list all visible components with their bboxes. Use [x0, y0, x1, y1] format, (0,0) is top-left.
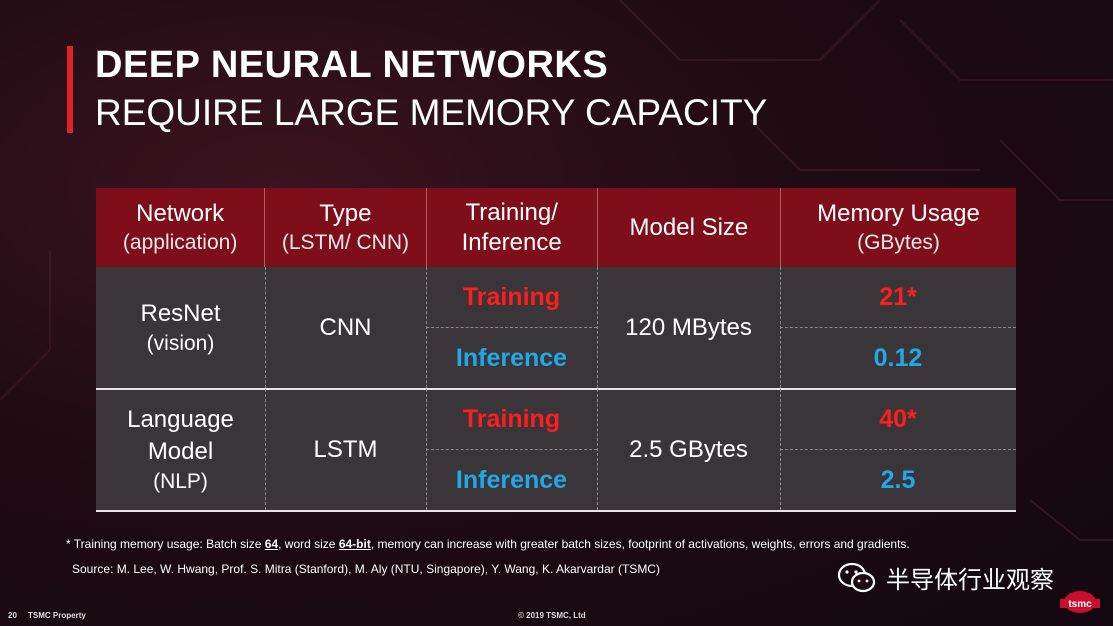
mode-inference: Inference	[455, 343, 568, 372]
memory-inference: 2.5	[880, 465, 916, 494]
cell-type: LSTM	[313, 435, 378, 463]
cell-network: ResNet (vision)	[96, 267, 265, 388]
column-divider	[265, 389, 266, 510]
header-network: Network (application)	[96, 188, 264, 267]
watermark-text: 半导体行业观察	[886, 567, 1054, 594]
footer-property: TSMC Property	[28, 611, 86, 620]
header-type: Type (LSTM/ CNN)	[264, 188, 425, 267]
footnote-mid: , word size	[278, 537, 339, 551]
table-row-resnet: ResNet (vision) CNN Training Inference 1…	[96, 267, 1016, 390]
footnote-batch: 64	[264, 537, 279, 551]
header-mode-label: Training/	[465, 198, 558, 226]
cell-network: Language Model (NLP)	[96, 389, 265, 510]
page-title: DEEP NEURAL NETWORKS	[95, 44, 609, 86]
header-model-size: Model Size	[596, 188, 780, 267]
footnote: * Training memory usage: Batch size 64, …	[66, 537, 910, 551]
header-memory: Memory Usage (GBytes)	[780, 188, 1016, 267]
page-number: 20	[8, 611, 17, 620]
mode-training: Training	[462, 282, 561, 311]
header-network-sub: (application)	[122, 231, 238, 254]
table-body: ResNet (vision) CNN Training Inference 1…	[96, 267, 1016, 512]
header-type-label: Type	[319, 200, 372, 227]
memory-training: 21*	[879, 282, 917, 311]
header-memory-sub: (GBytes)	[857, 231, 940, 254]
footnote-prefix: * Training memory usage: Batch size	[66, 537, 265, 551]
network-name: ResNet	[140, 299, 221, 327]
footnote-suffix: , memory can increase with greater batch…	[370, 537, 910, 551]
table-header: Network (application) Type (LSTM/ CNN) T…	[96, 188, 1016, 267]
header-memory-label: Memory Usage	[817, 200, 980, 227]
column-divider	[265, 267, 266, 388]
row-divider	[780, 449, 1016, 450]
memory-table: Network (application) Type (LSTM/ CNN) T…	[96, 188, 1016, 512]
row-divider	[426, 327, 597, 328]
mode-training: Training	[462, 404, 561, 433]
source-citation: Source: M. Lee, W. Hwang, Prof. S. Mitra…	[72, 562, 660, 576]
header-model-size-label: Model Size	[629, 213, 749, 241]
mode-inference: Inference	[455, 465, 568, 494]
network-name-line2: Model	[147, 437, 214, 465]
header-network-label: Network	[136, 200, 225, 227]
memory-inference: 0.12	[873, 343, 923, 372]
column-divider	[597, 267, 598, 388]
row-divider	[780, 327, 1016, 328]
column-divider	[597, 389, 598, 510]
table-row-language-model: Language Model (NLP) LSTM Training Infer…	[96, 389, 1016, 512]
tsmc-logo-text: tsmc	[1068, 599, 1092, 610]
header-mode-sub: Inference	[461, 228, 562, 256]
footnote-word: 64-bit	[338, 537, 371, 551]
footer-copyright: © 2019 TSMC, Ltd	[518, 611, 586, 620]
page-subtitle: REQUIRE LARGE MEMORY CAPACITY	[95, 92, 768, 133]
cell-model-size: 2.5 GBytes	[629, 435, 748, 463]
network-application: (NLP)	[153, 469, 208, 493]
cell-model-size: 120 MBytes	[625, 313, 752, 341]
watermark: 半导体行业观察	[838, 560, 1054, 595]
header-type-sub: (LSTM/ CNN)	[281, 231, 409, 254]
memory-training: 40*	[879, 404, 917, 433]
row-divider	[426, 449, 597, 450]
cell-type: CNN	[319, 313, 372, 341]
title-accent-bar	[67, 46, 73, 133]
network-application: (vision)	[146, 331, 215, 355]
tsmc-logo: tsmc	[1060, 591, 1100, 613]
header-mode: Training/ Inference	[425, 188, 597, 267]
wechat-icon	[838, 562, 876, 592]
network-name-line1: Language	[127, 405, 234, 433]
footer-left: 20 TSMC Property	[8, 611, 86, 620]
